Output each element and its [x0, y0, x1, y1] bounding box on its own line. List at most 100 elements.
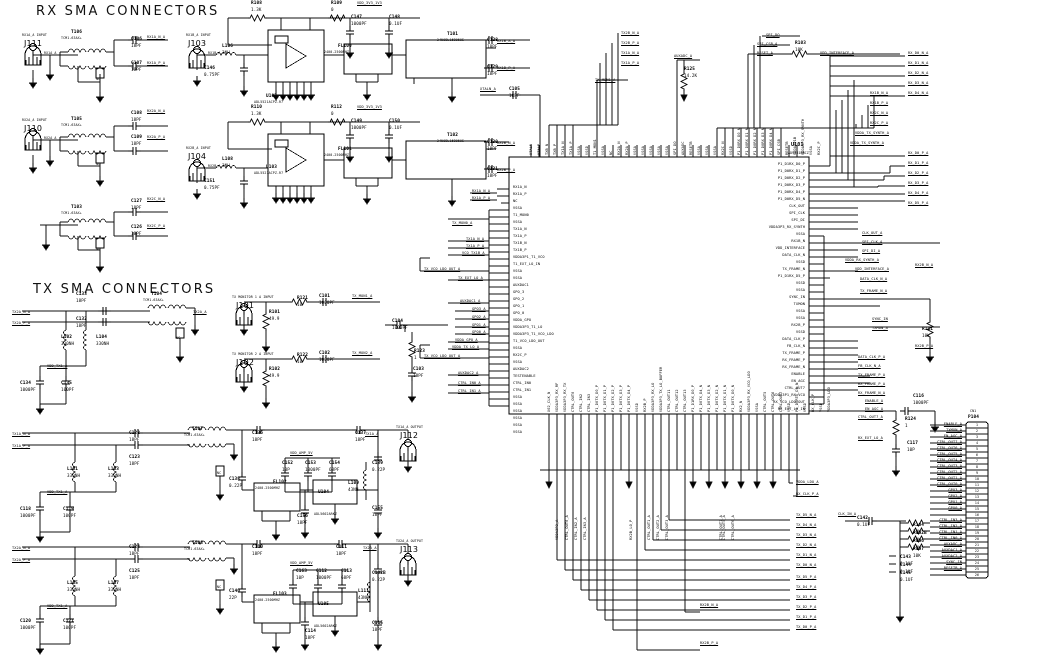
connector-pin-number[interactable]: 25: [974, 567, 980, 571]
connector-ref: J102: [236, 358, 255, 367]
net-label-left: CTRL_IN0_A: [458, 381, 481, 385]
connector-pin-number[interactable]: 16: [974, 513, 980, 517]
ic-pin-left: VSSA: [513, 423, 523, 427]
net-label-right: RX_D1_N_A: [908, 61, 929, 65]
connector-pin-number[interactable]: 21: [974, 543, 980, 547]
connector-pin-net: CTRL_OUT7_A: [937, 440, 962, 444]
ic-pin-bottom: P1_D0TX_D3_N: [707, 384, 711, 412]
ic-pin-bottom: P1_D0TX_D1_P: [603, 384, 607, 412]
filter-part: 2400-2500MHZ: [324, 50, 350, 54]
ic-pin-bottom: VSSD: [819, 402, 823, 412]
ic-pin-left: VSSA: [513, 409, 523, 413]
connector-pin-number[interactable]: 2: [975, 429, 979, 433]
ic-pin-right: P1_D0RX_D4_P: [777, 190, 805, 194]
component-value: 18PF: [487, 173, 498, 178]
ic-pin-right: CTRL_OUT7: [784, 386, 805, 390]
component-ref: C139: [372, 461, 383, 466]
connector-pin-number[interactable]: 19: [974, 531, 980, 535]
ic-pin-left: VDDA_GPO: [513, 318, 532, 322]
net-label: TX1A_A: [365, 432, 379, 436]
ic-pin-top: RX2C_P: [817, 141, 821, 155]
component-value: 10P: [282, 467, 290, 472]
net-label-right: RX_EXT_LO_A: [858, 436, 883, 440]
connector-pin-number[interactable]: 4: [975, 441, 979, 445]
component-value: 3NH: [222, 50, 230, 55]
connector-pin-number[interactable]: 18: [974, 525, 980, 529]
connector-pin-number[interactable]: 26: [974, 573, 980, 577]
ic-pin-bottom: CTRL_OUT6: [771, 391, 775, 412]
net-label-top: SPI_CSB_A: [757, 42, 778, 46]
ic-pin-top: SPI_CSB: [777, 139, 781, 155]
component-value: 100PF: [61, 387, 75, 392]
nc-marker: NC: [217, 585, 222, 589]
net-label-bottom: RX_CLK_P_A: [796, 492, 819, 496]
net-label-bottom: TX_D0_P_A: [796, 625, 817, 629]
ic-pin-right: RX_FRAME_N: [782, 365, 805, 369]
component-value: 0.75PF: [204, 72, 220, 77]
connector-pin-number[interactable]: 23: [974, 555, 980, 559]
net-label-bottom: TX_D1_P_A: [796, 615, 817, 619]
component-ref: C146: [204, 66, 215, 71]
net-label-left: AUXDAC2_A: [458, 371, 479, 375]
component-ref: C133: [76, 292, 87, 297]
ic-pin-bottom: CTRL_OUT12: [675, 389, 679, 412]
component-ref: C105: [509, 87, 520, 92]
connector-pin-number[interactable]: 12: [974, 489, 980, 493]
component-value: 18PF: [129, 461, 140, 466]
connector-pin-number[interactable]: 24: [974, 561, 980, 565]
component-value: 10K: [913, 545, 921, 550]
ic-pin-right: DATA_CLK_N: [782, 253, 805, 257]
net-label: VDD_TX1_A: [47, 604, 68, 608]
connector-pin-number[interactable]: 20: [974, 537, 980, 541]
connector-pin-number[interactable]: 5: [975, 447, 979, 451]
component-value: 1000PF: [305, 467, 321, 472]
ic-pin-bottom: CTRL_OUT13: [683, 389, 687, 412]
connector-pin-number[interactable]: 6: [975, 453, 979, 457]
connector-pin-number[interactable]: 22: [974, 549, 980, 553]
component-value: 10K: [913, 537, 921, 542]
connector-caption: RX1A_A INPUT: [22, 33, 48, 37]
component-ref: C101: [319, 294, 330, 299]
net-label-top: RESET_A: [757, 51, 773, 55]
connector-pin-number[interactable]: 17: [974, 519, 980, 523]
connector-pin-net: CTRL_OUT2_A: [937, 470, 962, 474]
amp-ref: U103: [266, 165, 277, 170]
connector-pin-number[interactable]: 7: [975, 459, 979, 463]
net-label-bottom: CTRL_OUT3_A: [665, 515, 669, 540]
ic-pin-bottom: VSSD: [635, 402, 639, 412]
net-label: TX1A_N_A: [12, 432, 31, 436]
connector-pin-number[interactable]: 14: [974, 501, 980, 505]
ic-pin-top: RX2A_N: [617, 141, 621, 155]
ic-pin-top: VSSD: [585, 145, 589, 155]
net-label-left: TX_EXT_LO_A: [458, 276, 483, 280]
net-label: TX2A_N_A: [12, 310, 31, 314]
ic-pin-bottom: VDDA3P3_TX_LO_BUFFER: [659, 366, 663, 412]
connector-pin-number[interactable]: 8: [975, 465, 979, 469]
connector-pin-number[interactable]: 10: [974, 477, 980, 481]
component-ref: R125: [684, 67, 695, 72]
transformer-ref: T105: [71, 117, 82, 122]
component-ref: C149: [351, 119, 362, 124]
ic-pin-right: P1_D0RX_D1_P: [777, 169, 805, 173]
connector-pin-number[interactable]: 3: [975, 435, 979, 439]
component-ref: C142: [857, 516, 868, 521]
component-value: 18PF: [305, 635, 316, 640]
ic-pin-left: TESTENABLE: [513, 374, 536, 378]
ic-pin-top: AUXADC: [681, 141, 685, 155]
net-label: TX2A_P_A: [12, 321, 31, 325]
ic-pin-left: TX1B_P: [513, 248, 527, 252]
ic-pin-right: ENABLE: [791, 372, 805, 376]
connector-pin-number[interactable]: 11: [974, 483, 980, 487]
net-label-right: RX_D4_P_A: [908, 191, 929, 195]
connector-pin-number[interactable]: 9: [975, 471, 979, 475]
connector-pin-number[interactable]: 15: [974, 507, 980, 511]
ic-pin-left: VSSA: [513, 416, 523, 420]
connector-pin-number[interactable]: 1: [975, 423, 979, 427]
net-label-top: AUXADC_A: [674, 54, 693, 58]
component-value: 3NH: [222, 163, 230, 168]
ic-pin-right: VSSA: [795, 309, 805, 313]
net-label-bottom: TX_D2_P_A: [796, 605, 817, 609]
connector-pin-number[interactable]: 13: [974, 495, 980, 499]
net-label: CLK_IN_A: [838, 512, 857, 516]
ic-pin-top: P1_D0RX_D3_N: [761, 127, 765, 155]
